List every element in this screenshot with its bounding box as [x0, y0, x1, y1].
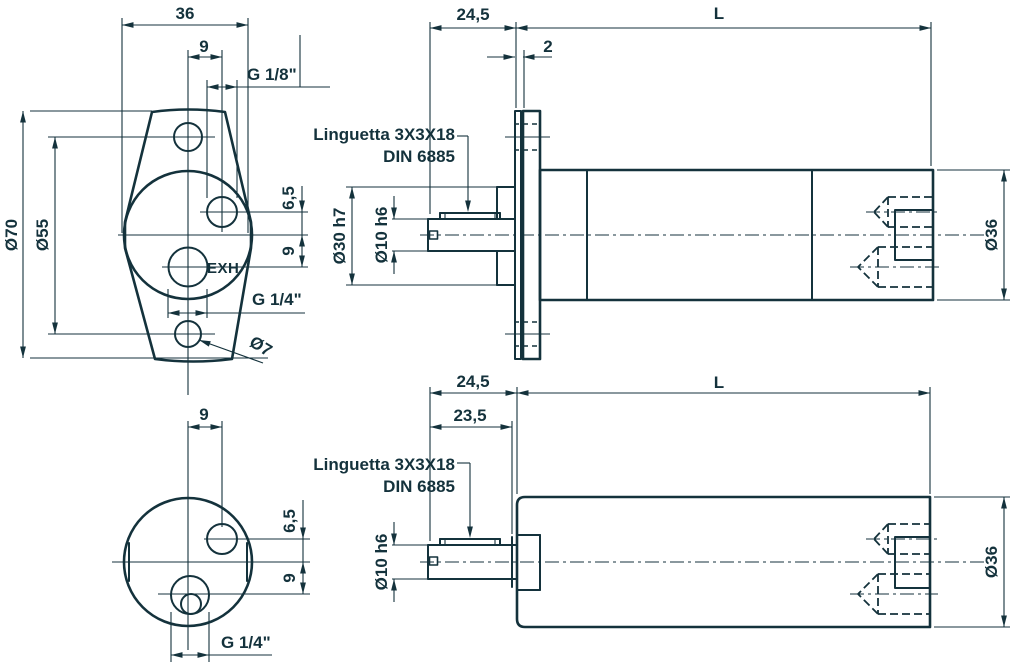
front-extension-lines: [30, 18, 308, 395]
end-extension-lines: [112, 421, 310, 662]
side-view-flanged: 24,5 2 L Linguetta 3X3X18 DIN 6885 Ø30 h…: [313, 4, 1010, 361]
rear-hidden-holes: [850, 196, 940, 288]
dim-6-5-label: 6,5: [280, 509, 299, 533]
front-flange-view: 36 9 G 1/8" Ø70 Ø55 6,5 9 EXH G 1/4" Ø7: [2, 4, 330, 395]
dim-9-label: 9: [280, 573, 299, 582]
side-bottom-dimension-lines: [392, 387, 1010, 628]
flange-bolt-holes: [505, 123, 550, 347]
body-dia-label: Ø36: [982, 546, 1001, 578]
shaft-dia-label: Ø10 h6: [372, 207, 391, 264]
spigot-dia-label: Ø30 h7: [330, 208, 349, 265]
front-dimension-lines: [22, 24, 330, 364]
key-label-line2: DIN 6885: [383, 477, 455, 496]
dim-6-5-label: 6,5: [279, 186, 298, 210]
end-view: 9 6,5 9 G 1/4": [112, 405, 310, 662]
shaft-dia-label: Ø10 h6: [372, 534, 391, 591]
side-bottom-arrows: [391, 390, 1007, 627]
rear-hidden-holes: [850, 523, 938, 615]
flange-outline: [123, 108, 253, 363]
port-bottom-label: G 1/4": [252, 290, 302, 309]
port-top-label: G 1/8": [247, 65, 297, 84]
body-dia-label: Ø36: [982, 219, 1001, 251]
dim-hole-offset-label: 9: [199, 405, 208, 424]
dim-shaft-len-label: 24,5: [456, 5, 489, 24]
exh-label: EXH: [207, 260, 239, 277]
side-view-plain: 24,5 23,5 L Linguetta 3X3X18 DIN 6885 Ø1…: [313, 372, 1010, 629]
dim-plate-label: 2: [543, 37, 552, 56]
dim-length-label: L: [714, 373, 724, 392]
outer-dia-label: Ø70: [2, 219, 21, 251]
key-label-line1: Linguetta 3X3X18: [313, 455, 455, 474]
port-bottom-inner-hole: [180, 593, 202, 615]
motor-body: [515, 495, 932, 629]
shaft-key: [439, 212, 501, 220]
port-bottom-label: G 1/4": [221, 633, 271, 652]
dim-hole-offset-label: 9: [199, 37, 208, 56]
dim-shaft-len-label: 24,5: [456, 372, 489, 391]
dim-9-label: 9: [279, 246, 298, 255]
spigot-boss: [346, 186, 516, 286]
dim-length-label: L: [714, 4, 724, 23]
bolt-circle-dia-label: Ø55: [33, 219, 52, 251]
mount-hole-dia-label: Ø7: [246, 332, 275, 360]
key-label-line1: Linguetta 3X3X18: [313, 125, 455, 144]
key-label-line2: DIN 6885: [383, 147, 455, 166]
shaft-key: [439, 538, 501, 546]
dim-shaft-inner-label: 23,5: [453, 406, 486, 425]
end-arrows: [171, 424, 306, 658]
dim-width-label: 36: [176, 4, 195, 23]
